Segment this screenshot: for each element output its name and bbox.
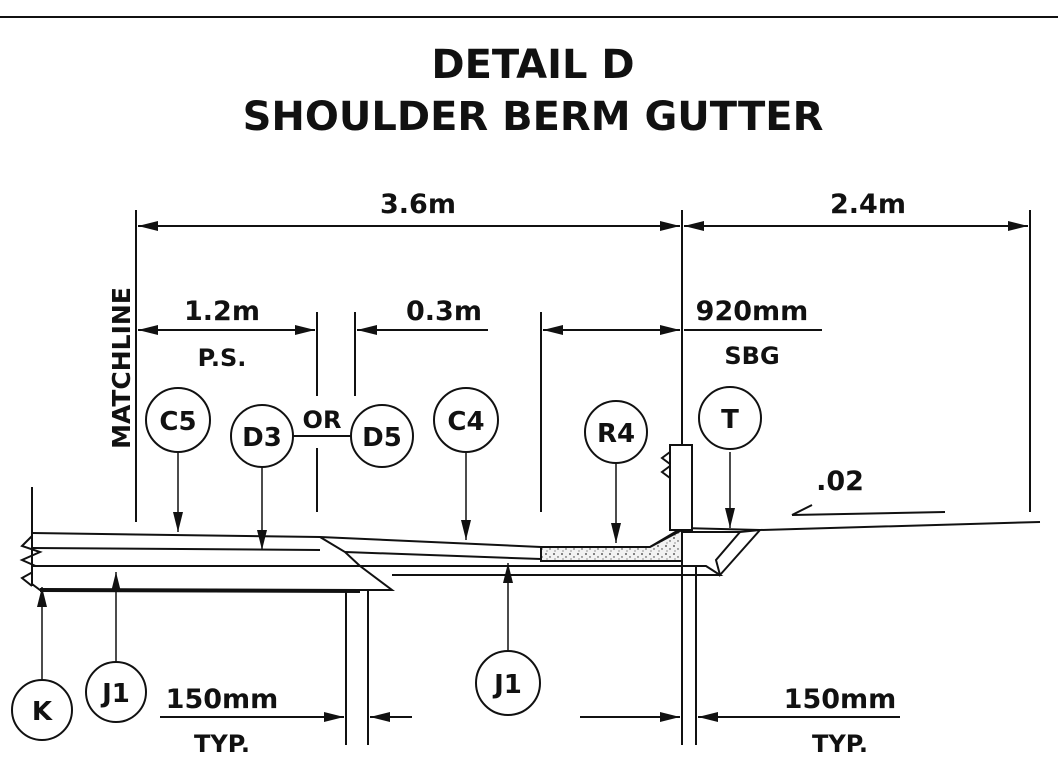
bubble-r4 <box>584 400 648 464</box>
callout-bubbles <box>11 386 762 741</box>
bubble-c5 <box>145 387 211 453</box>
bubble-t <box>698 386 762 450</box>
extension-lines <box>135 210 1031 522</box>
callout-k: K <box>32 697 53 727</box>
title-line-1: DETAIL D <box>431 42 634 88</box>
callout-c4: C4 <box>447 407 484 437</box>
bubble-k <box>11 679 73 741</box>
pavement-section <box>19 444 1041 745</box>
dimension-lines <box>138 221 1028 335</box>
callout-j1-left: J1 <box>100 679 130 709</box>
dim-gutter-note: SBG <box>724 342 779 370</box>
callout-d3: D3 <box>242 423 282 453</box>
callout-c5: C5 <box>159 407 196 437</box>
joint-left-note: TYP. <box>194 730 250 758</box>
curb-post <box>669 444 693 531</box>
joint-right-dim: 150mm <box>784 684 897 715</box>
callout-d5: D5 <box>362 423 402 453</box>
dim-gutter-width: 920mm <box>696 296 809 327</box>
matchline-label: MATCHLINE <box>107 287 136 449</box>
joint-left-dim: 150mm <box>166 684 279 715</box>
callout-leaders <box>37 452 735 680</box>
callout-or: OR <box>303 406 342 434</box>
bubble-j1-center <box>475 650 541 716</box>
joint-right-note: TYP. <box>812 730 868 758</box>
dim-overall-right: 2.4m <box>830 189 906 220</box>
bubble-c4 <box>433 387 499 453</box>
callout-t: T <box>721 405 739 435</box>
slope-value: .02 <box>816 466 864 497</box>
dim-paved-shoulder: 1.2m <box>184 296 260 327</box>
dim-offset: 0.3m <box>406 296 482 327</box>
gutter-concrete <box>540 528 683 562</box>
title-line-2: SHOULDER BERM GUTTER <box>243 94 824 140</box>
bubble-j1-left <box>85 661 147 723</box>
dim-paved-shoulder-note: P.S. <box>198 344 247 372</box>
callout-j1-center: J1 <box>492 670 522 700</box>
dim-overall-left: 3.6m <box>380 189 456 220</box>
callout-r4: R4 <box>597 419 635 449</box>
